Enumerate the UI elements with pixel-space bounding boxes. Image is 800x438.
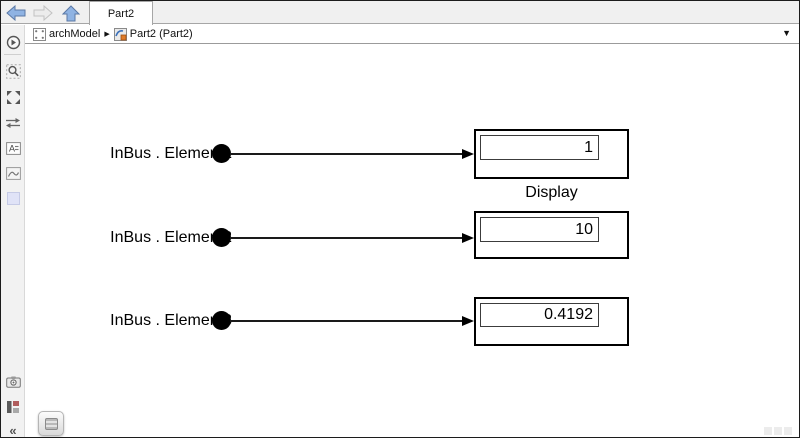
annotation-icon[interactable]: A: [1, 139, 25, 157]
route-arrows-icon[interactable]: [1, 114, 25, 132]
display-block[interactable]: 1: [474, 129, 629, 179]
breadcrumb-current-label: Part2 (Part2): [129, 28, 193, 40]
display-block[interactable]: 0.4192: [474, 297, 629, 346]
svg-text:A: A: [9, 143, 15, 153]
collapse-icon[interactable]: «: [9, 422, 17, 438]
signal-line[interactable]: [230, 237, 464, 239]
signal-arrowhead-icon: [462, 149, 474, 159]
forward-arrow-icon[interactable]: [31, 4, 55, 22]
palette-sidebar: A: [1, 25, 25, 437]
display-value[interactable]: 0.4192: [480, 303, 599, 327]
signal-arrowhead-icon: [462, 233, 474, 243]
sidebar-divider: [4, 54, 21, 55]
bus-element-label[interactable]: InBus . Element3: [110, 312, 232, 329]
stripes-icon: [44, 417, 58, 430]
breadcrumb-separator: ▶: [104, 31, 110, 38]
display-block[interactable]: 10: [474, 211, 629, 259]
viewmark-icon[interactable]: [1, 189, 25, 207]
signal-line[interactable]: [230, 320, 464, 322]
up-to-parent-icon[interactable]: [59, 4, 83, 22]
zoom-selection-icon[interactable]: [1, 62, 25, 80]
image-icon[interactable]: [1, 164, 25, 182]
breadcrumb-item-current[interactable]: Part2 (Part2): [113, 27, 193, 41]
model-legend-icon[interactable]: [1, 398, 25, 416]
signal-arrowhead-icon: [462, 316, 474, 326]
architecture-model-icon: [33, 27, 46, 41]
display-value[interactable]: 1: [480, 135, 599, 160]
breadcrumb-root-label: archModel: [49, 28, 101, 40]
bus-element-port[interactable]: [212, 228, 231, 247]
breadcrumb-dropdown-icon[interactable]: ▼: [782, 28, 791, 38]
display-block-caption: Display: [525, 184, 578, 201]
hide-explorer-bar-icon[interactable]: [1, 33, 25, 51]
camera-icon[interactable]: [1, 373, 25, 391]
tab-part2[interactable]: Part2: [89, 1, 153, 25]
tab-bar: Part2: [1, 1, 799, 25]
hide-content-button[interactable]: [38, 411, 64, 436]
breadcrumb-item-root[interactable]: archModel: [33, 27, 101, 41]
bus-element-label[interactable]: InBus . Element2: [110, 229, 232, 246]
component-icon: [113, 27, 127, 41]
fit-to-view-icon[interactable]: [1, 88, 25, 106]
display-value[interactable]: 10: [480, 217, 599, 242]
signal-line[interactable]: [230, 153, 464, 155]
tab-label: Part2: [107, 7, 135, 20]
breadcrumb: archModel ▶ Part2 (Part2) ▼: [25, 25, 799, 44]
resize-grip[interactable]: [764, 427, 792, 435]
bus-element-label[interactable]: InBus . Element1: [110, 145, 232, 162]
bus-element-port[interactable]: [212, 311, 231, 330]
model-canvas[interactable]: InBus . Element1 1 Display InBus . Eleme…: [25, 44, 799, 437]
bus-element-port[interactable]: [212, 144, 231, 163]
back-arrow-icon[interactable]: [4, 4, 28, 22]
